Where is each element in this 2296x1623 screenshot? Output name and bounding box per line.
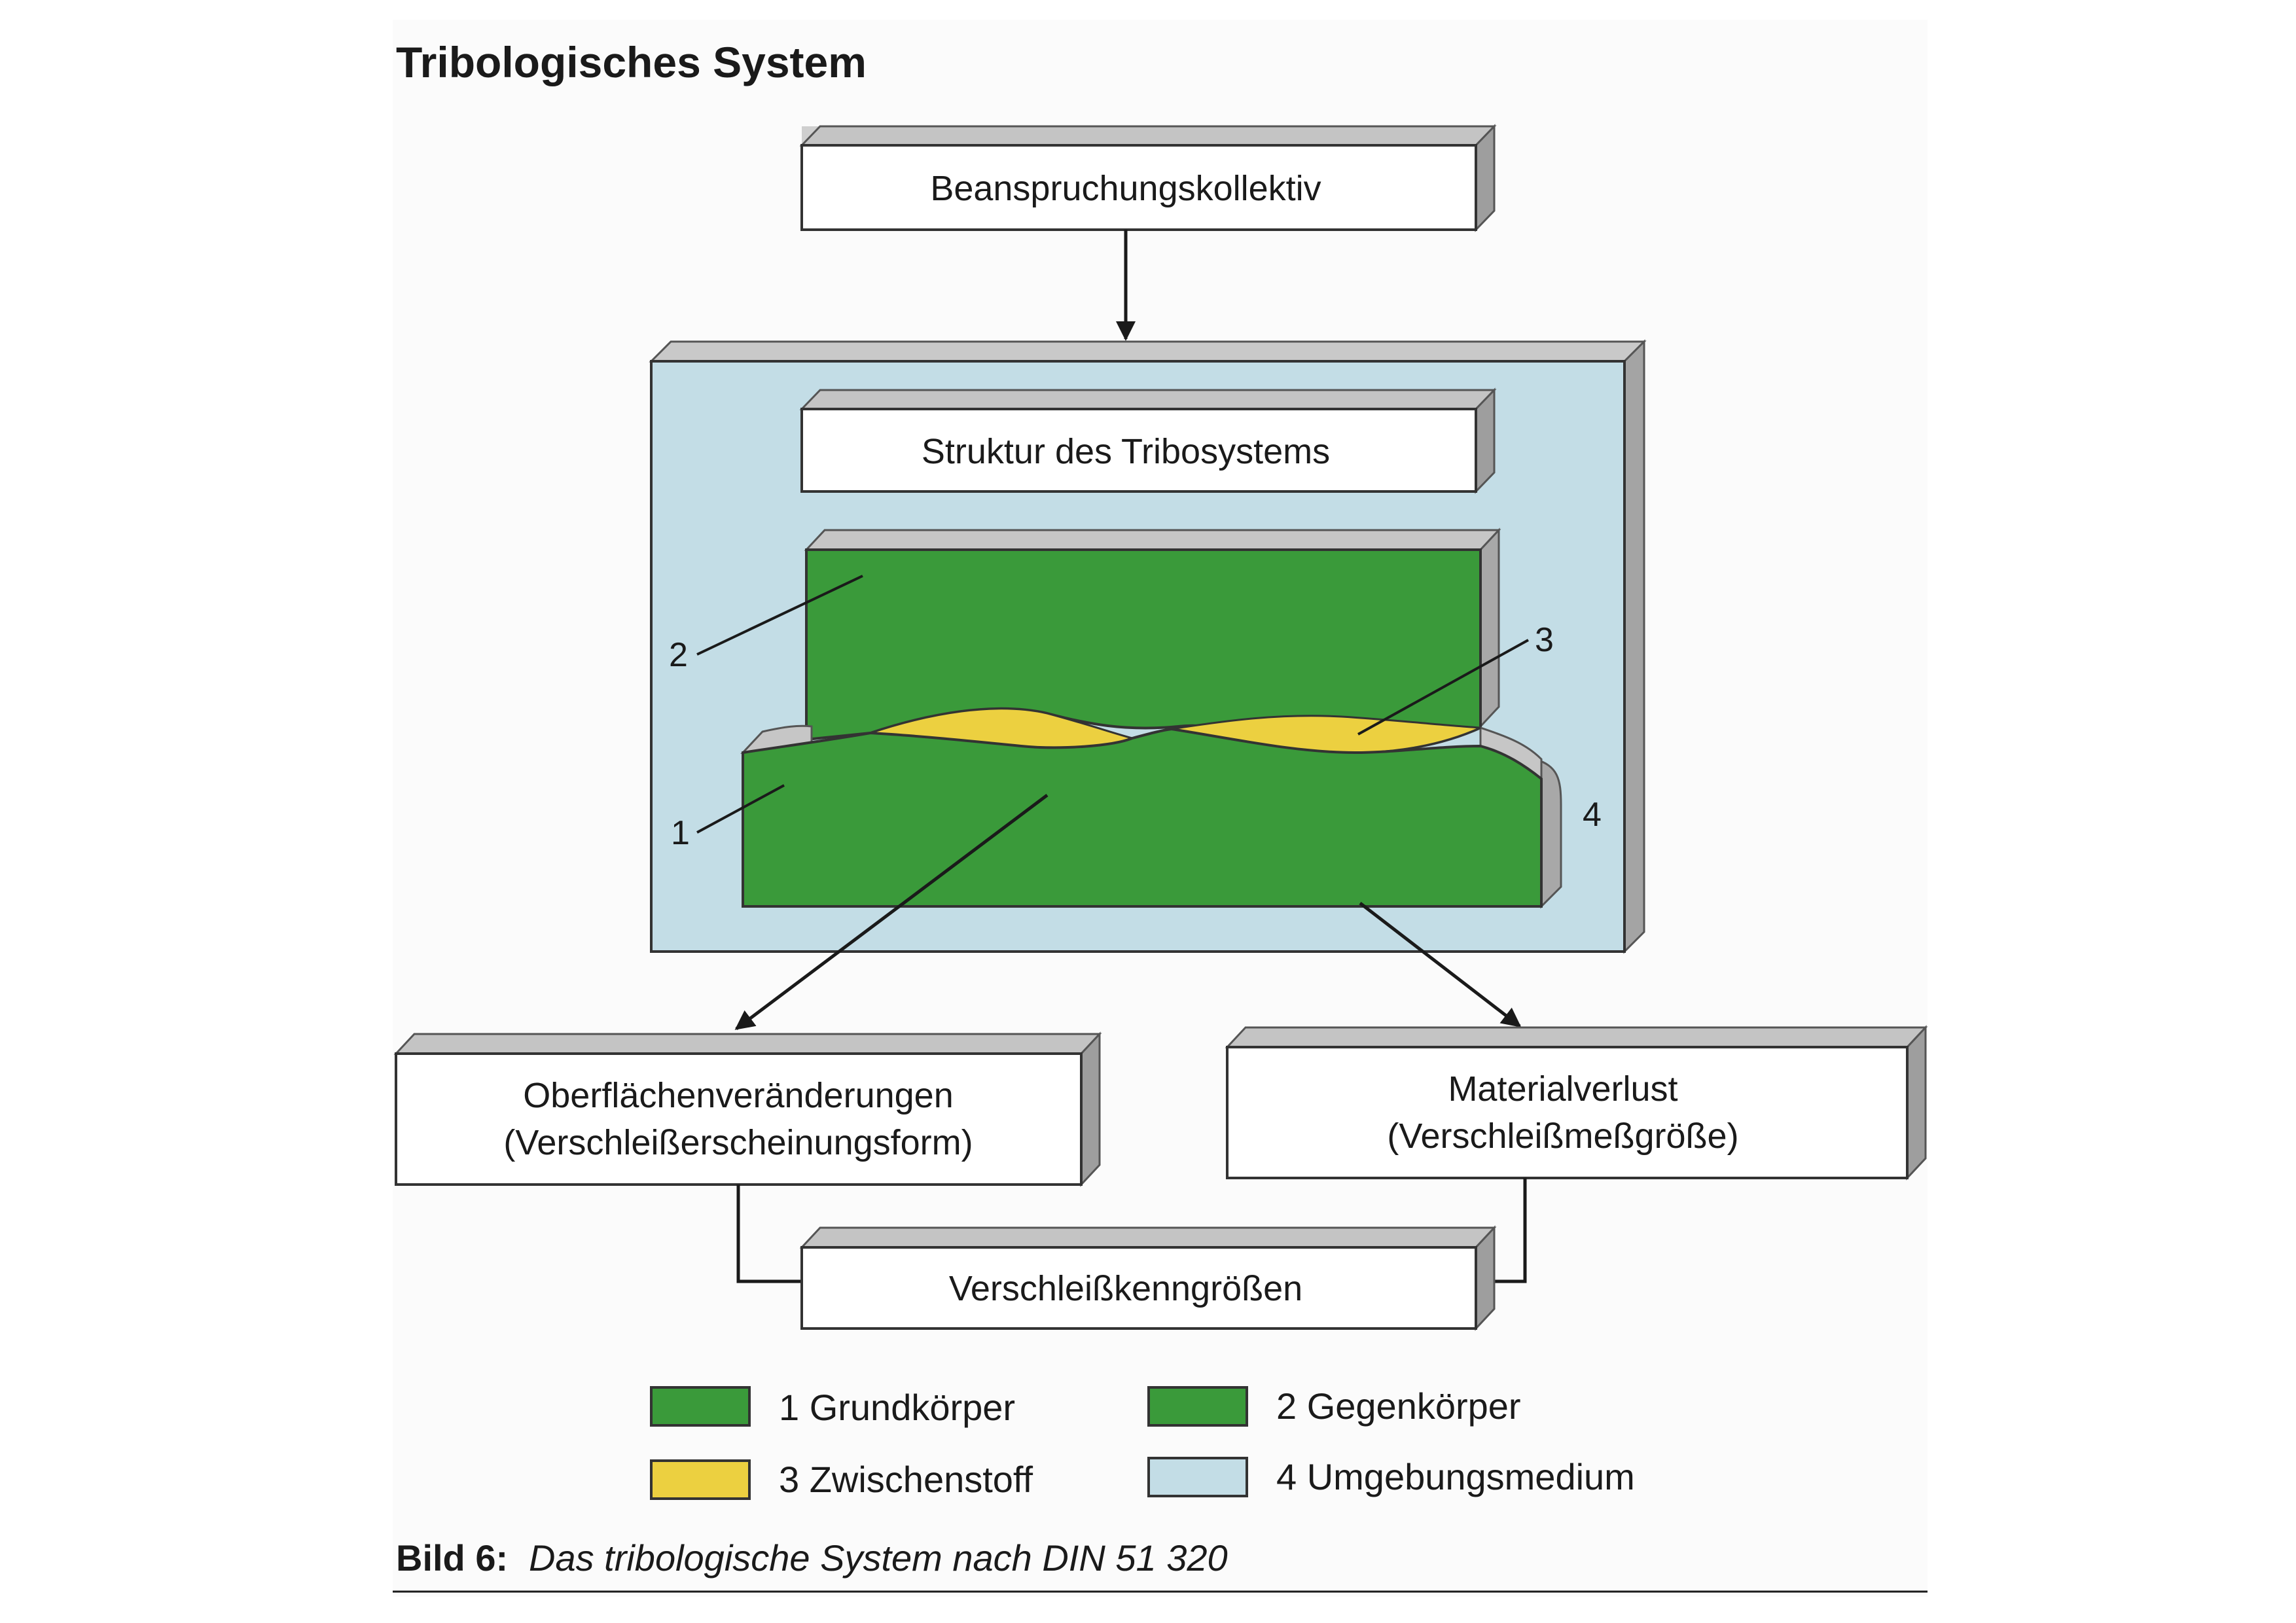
number-3: 3 xyxy=(1535,621,1554,659)
box-verschleisskenngroessen: Verschleißkenngrößen xyxy=(799,1225,1497,1331)
box-oberflaechenveraenderungen: Oberflächenveränderungen (Verschleißersc… xyxy=(393,1031,1102,1187)
legend: 1 Grundkörper 2 Gegenkörper 3 Zwischenst… xyxy=(650,1385,1635,1500)
number-4: 4 xyxy=(1583,796,1602,834)
kenngroessen-label: Verschleißkenngrößen xyxy=(949,1269,1302,1308)
legend-label-1: 1 Grundkörper xyxy=(779,1387,1015,1428)
box-materialverlust: Materialverlust (Verschleißmeßgröße) xyxy=(1225,1025,1928,1181)
beanspruchung-label: Beanspruchungskollektiv xyxy=(930,169,1321,208)
legend-swatch-2 xyxy=(1147,1386,1248,1427)
caption-bold: Bild 6: xyxy=(396,1537,508,1578)
legend-swatch-1 xyxy=(650,1386,751,1427)
struktur-label: Struktur des Tribosystems xyxy=(922,432,1330,471)
material-line2: (Verschleißmeßgröße) xyxy=(1387,1116,1738,1156)
number-2: 2 xyxy=(669,636,688,674)
legend-swatch-3 xyxy=(650,1459,751,1500)
material-line1: Materialverlust xyxy=(1448,1069,1677,1109)
grundkoerper-block xyxy=(740,707,1562,909)
legend-swatch-4 xyxy=(1147,1457,1248,1497)
page-title: Tribologisches System xyxy=(396,38,867,86)
legend-label-3: 3 Zwischenstoff xyxy=(779,1459,1033,1500)
oberflaeche-line2: (Verschleißerscheinungsform) xyxy=(503,1123,973,1162)
legend-label-2: 2 Gegenkörper xyxy=(1276,1385,1521,1427)
number-1: 1 xyxy=(671,814,690,852)
box-struktur: Struktur des Tribosystems xyxy=(799,387,1497,494)
gegenkoerper-block xyxy=(804,527,1501,755)
oberflaeche-line1: Oberflächenveränderungen xyxy=(523,1076,953,1115)
caption-italic: Das tribologische System nach DIN 51 320 xyxy=(529,1537,1228,1578)
figure-caption: Bild 6: Das tribologische System nach DI… xyxy=(396,1537,1228,1578)
legend-label-4: 4 Umgebungsmedium xyxy=(1276,1456,1635,1497)
box-beanspruchungskollektiv: Beanspruchungskollektiv xyxy=(799,124,1497,232)
arrow-to-oberflaeche xyxy=(734,794,1049,1030)
arrow-to-material xyxy=(1359,902,1522,1027)
